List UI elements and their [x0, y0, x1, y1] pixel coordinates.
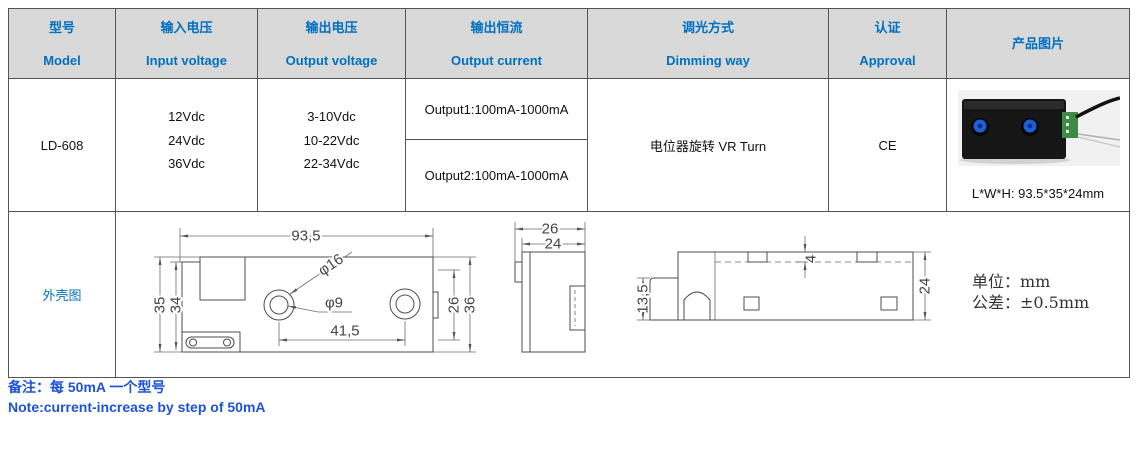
header-picture: 产品图片: [946, 8, 1130, 79]
height-dimension: 24: [917, 278, 934, 295]
depth-inner-dimension: 24: [545, 236, 562, 253]
input-voltage-value: 12Vdc: [168, 109, 205, 125]
header-input-voltage: 输入电压 Input voltage: [115, 8, 258, 79]
output-current-value-2: Output2:100mA-1000mA: [424, 168, 569, 183]
outline-drawing: 93,5 35 34 φ16 φ9 41,5: [150, 219, 1089, 353]
width-outer-dimension: 35: [152, 297, 169, 314]
connector-pin: [1066, 116, 1069, 119]
input-voltage-cell: 12Vdc 24Vdc 36Vdc: [115, 78, 258, 212]
hole-spacing-dimension: 41,5: [330, 323, 359, 340]
top-view-side-feature: [432, 291, 439, 319]
header-approval-en: Approval: [859, 52, 916, 68]
header-model-en: Model: [43, 52, 81, 68]
product-photo: [958, 90, 1120, 166]
tolerance-note: 公差：±0.5mm: [972, 293, 1089, 312]
mounting-slot: [185, 336, 235, 349]
side-inner-dimension: 26: [446, 297, 463, 314]
output-voltage-value: 3-10Vdc: [307, 109, 356, 125]
outline-label-cell: 外壳图: [8, 211, 116, 378]
outline-label: 外壳图: [42, 288, 82, 303]
header-input-voltage-en: Input voltage: [146, 52, 227, 68]
length-dimension: 93,5: [291, 228, 320, 245]
side-outer-dimension: 36: [462, 297, 479, 314]
unit-note: 单位：mm: [972, 272, 1050, 291]
header-model: 型号 Model: [8, 8, 116, 79]
header-picture-cn: 产品图片: [1011, 36, 1064, 51]
header-dimming-en: Dimming way: [666, 52, 750, 68]
header-output-voltage-en: Output voltage: [285, 52, 378, 68]
step-height-dimension: 13,5: [635, 284, 652, 313]
header-model-cn: 型号: [48, 19, 75, 35]
output-current-cell-2: Output2:100mA-1000mA: [405, 139, 588, 212]
top-view-drawing: 93,5 35 34 φ16 φ9 41,5: [150, 226, 481, 353]
model-cell: LD-608: [8, 78, 116, 212]
input-voltage-value: 24Vdc: [168, 132, 205, 148]
driver-housing: [962, 99, 1066, 159]
header-approval: 认证 Approval: [828, 8, 947, 79]
front-view-top-bump: [747, 251, 768, 263]
knob-1-slot: [977, 123, 983, 129]
side-view-tab: [514, 261, 523, 283]
dimming-cell: 电位器旋转 VR Turn: [587, 78, 829, 212]
dimming-value: 电位器旋转 VR Turn: [649, 138, 767, 154]
output-current-cell-1: Output1:100mA-1000mA: [405, 78, 588, 140]
header-output-voltage-cn: 输出电压: [305, 19, 358, 35]
housing-top-face: [964, 101, 1064, 109]
note-en: Note:current-increase by step of 50mA: [8, 399, 266, 415]
picture-cell: L*W*H: 93.5*35*24mm: [946, 78, 1130, 212]
header-approval-cn: 认证: [874, 19, 901, 35]
header-output-current: 输出恒流 Output current: [405, 8, 588, 79]
top-view-body-outline: [181, 256, 434, 353]
mounting-hole: [223, 338, 231, 347]
knob-hole-2-outer: [389, 288, 421, 320]
header-output-current-cn: 输出恒流: [470, 19, 523, 35]
input-voltage-value: 36Vdc: [168, 156, 205, 172]
front-view-knob: [880, 296, 898, 311]
hole-inner-diameter: φ9: [325, 295, 343, 312]
header-output-current-en: Output current: [451, 52, 542, 68]
hole-inner-leader: [287, 305, 352, 313]
knob-hole-1-inner: [269, 295, 289, 315]
note-cn: 备注：每 50mA 一个型号: [8, 379, 166, 395]
mounting-hole: [189, 338, 197, 347]
signal-wire: [1077, 136, 1120, 148]
header-input-voltage-cn: 输入电压: [160, 19, 213, 35]
offset-dimension: 4: [803, 255, 820, 263]
front-view-drawing: 4 13,5 24: [633, 236, 936, 321]
header-dimming-cn: 调光方式: [681, 19, 734, 35]
signal-wire: [1077, 133, 1120, 141]
approval-cell: CE: [828, 78, 947, 212]
depth-outer-dimension: 26: [542, 221, 559, 238]
output-current-value-1: Output1:100mA-1000mA: [424, 101, 569, 117]
output-voltage-value: 22-34Vdc: [303, 156, 360, 172]
hole-outer-leader: [289, 251, 353, 295]
outline-drawing-cell: 93,5 35 34 φ16 φ9 41,5: [115, 211, 1130, 378]
front-view-top-bump: [856, 251, 878, 263]
front-view-arch: [683, 291, 711, 320]
header-dimming: 调光方式 Dimming way: [587, 8, 829, 79]
width-inner-dimension: 34: [168, 297, 185, 314]
top-view-notch: [199, 257, 246, 301]
knob-hole-2-inner: [395, 294, 415, 314]
picture-caption: L*W*H: 93.5*35*24mm: [971, 186, 1105, 201]
header-output-voltage: 输出电压 Output voltage: [257, 8, 406, 79]
output-voltage-cell: 3-10Vdc 10-22Vdc 22-34Vdc: [257, 78, 406, 212]
top-view-mounting-tab: [182, 331, 241, 352]
side-view-drawing: 26 24: [514, 219, 586, 353]
front-view-knob: [743, 296, 760, 311]
connector-pin: [1066, 130, 1069, 133]
hole-outer-diameter: φ16: [315, 251, 346, 280]
power-cable: [1075, 96, 1120, 119]
model-value: LD-608: [40, 137, 84, 153]
side-view-connector: [569, 285, 586, 331]
connector-pin: [1066, 123, 1069, 126]
knob-hole-1-outer: [263, 289, 295, 321]
approval-value: CE: [878, 137, 897, 153]
output-voltage-value: 10-22Vdc: [303, 132, 360, 148]
side-view-body: [521, 251, 586, 353]
knob-2-slot: [1027, 123, 1033, 129]
